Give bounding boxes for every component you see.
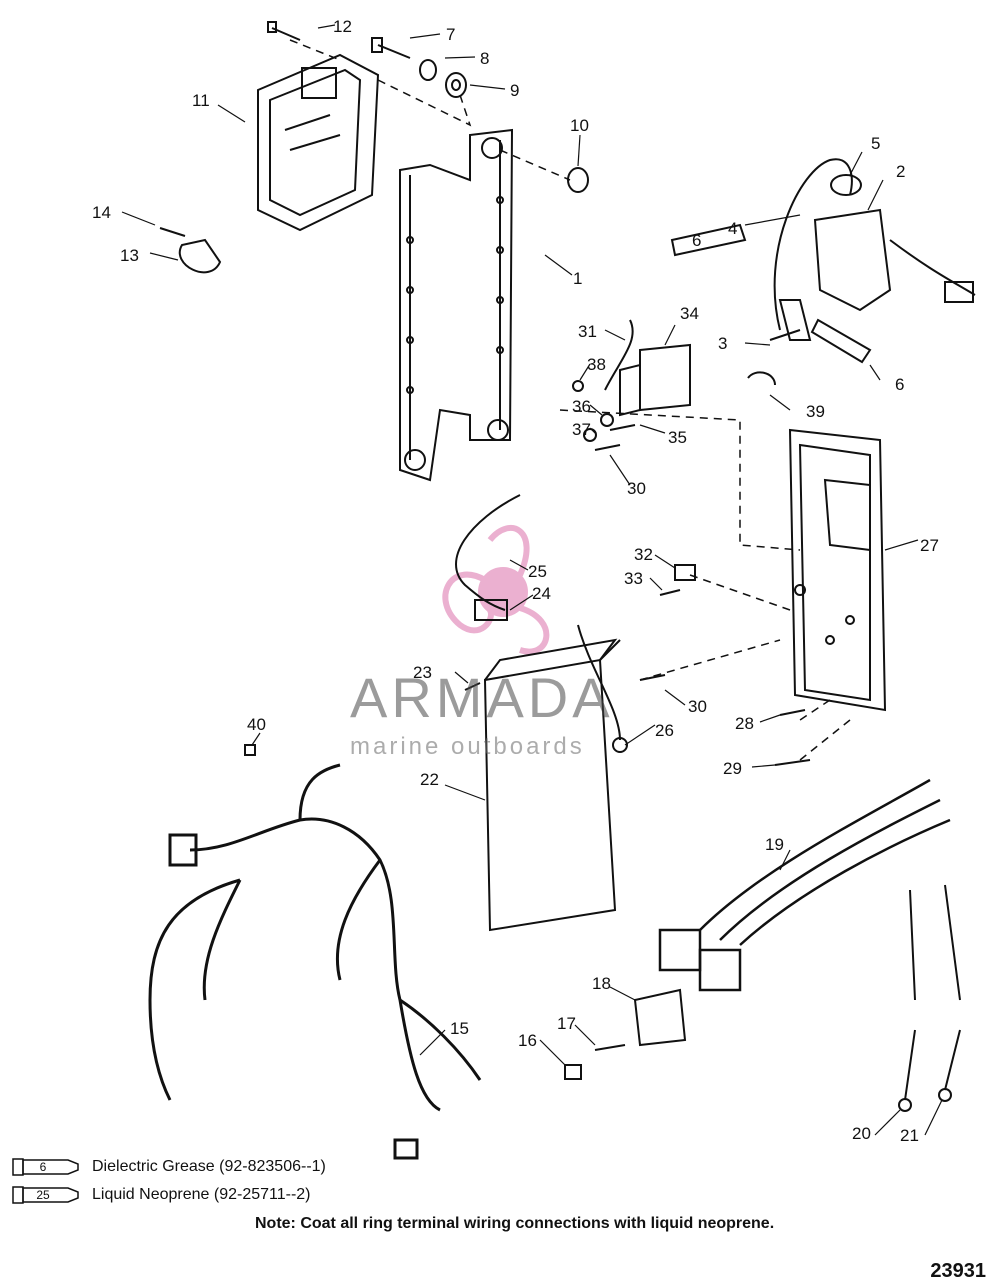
watermark-name: ARMADA: [350, 666, 614, 729]
callout: 5: [871, 134, 881, 153]
callout: 12: [333, 17, 352, 36]
callout: 17: [557, 1014, 576, 1033]
mounting-screws: [639, 674, 811, 766]
ignition-module: [257, 53, 380, 232]
ignition-coil: [773, 158, 976, 341]
leader-lines: [121, 24, 943, 1136]
callout: 40: [247, 715, 266, 734]
callout: 21: [900, 1126, 919, 1145]
battery-harness: [658, 778, 951, 992]
spark-plug: [747, 318, 872, 386]
callout: 4: [728, 219, 738, 238]
engine-wiring-harness: [148, 763, 482, 1160]
callout: 22: [420, 770, 439, 789]
callout: 15: [450, 1019, 469, 1038]
grease-tube-icon: [670, 223, 747, 257]
cable-clamp: [159, 227, 222, 274]
callout: 37: [572, 420, 591, 439]
callout: 18: [592, 974, 611, 993]
callout: 27: [920, 536, 939, 555]
callout: 30: [627, 479, 646, 498]
battery-cables: [898, 884, 961, 1112]
grease-tube-icon: 6: [12, 1157, 84, 1177]
callout: 16: [518, 1031, 537, 1050]
mounting-bracket: [399, 128, 514, 482]
legend-item: 25 Liquid Neoprene (92-25711--2): [12, 1185, 311, 1205]
callout: 36: [572, 397, 591, 416]
legend-code: 25: [36, 1188, 50, 1202]
harness-lead: [455, 494, 521, 621]
callout: 9: [510, 81, 520, 100]
callout: 11: [192, 91, 210, 110]
callout: 19: [765, 835, 784, 854]
assembly-lines: [289, 39, 851, 761]
callout: 6: [895, 375, 905, 394]
legend-text: Dielectric Grease (92-823506--1): [92, 1158, 326, 1175]
relay: [564, 988, 687, 1080]
callout: 28: [735, 714, 754, 733]
figure-number: 23931: [930, 1260, 986, 1282]
callout: 14: [92, 203, 111, 222]
legend-code: 6: [39, 1160, 47, 1174]
callout: 25: [528, 562, 547, 581]
watermark-propeller-icon: [442, 525, 550, 655]
hardware-screws: [267, 21, 589, 193]
callout: 29: [723, 759, 742, 778]
callout: 30: [688, 697, 707, 716]
legend-item: 6 Dielectric Grease (92-823506--1): [12, 1157, 326, 1177]
starter-solenoid: [572, 319, 691, 451]
callout: 23: [413, 663, 432, 682]
watermark-tagline: marine outboards: [350, 733, 585, 760]
callout: 1: [573, 269, 583, 288]
electrical-box-cover: [464, 624, 628, 932]
callout: 3: [718, 334, 728, 353]
terminal-block: [659, 564, 696, 596]
callout: 20: [852, 1124, 871, 1143]
callout: 24: [532, 584, 551, 603]
callout: 31: [578, 322, 597, 341]
callout: 8: [480, 49, 490, 68]
callout: 33: [624, 569, 643, 588]
callout: 35: [668, 428, 687, 447]
neoprene-tube-icon: 25: [12, 1185, 84, 1205]
callout: 6: [692, 231, 702, 250]
part-40-terminal: [244, 744, 256, 756]
callout: 13: [120, 246, 139, 265]
callout: 2: [896, 162, 906, 181]
callout: 39: [806, 402, 825, 421]
note: Note: Coat all ring terminal wiring conn…: [255, 1215, 775, 1232]
legend-text: Liquid Neoprene (92-25711--2): [92, 1186, 311, 1203]
callout: 38: [587, 355, 606, 374]
electrical-plate: [788, 428, 887, 712]
callout: 32: [634, 545, 653, 564]
callout: 7: [446, 25, 456, 44]
callout: 10: [570, 116, 589, 135]
callout: 26: [655, 721, 674, 740]
callout: 34: [680, 304, 699, 323]
